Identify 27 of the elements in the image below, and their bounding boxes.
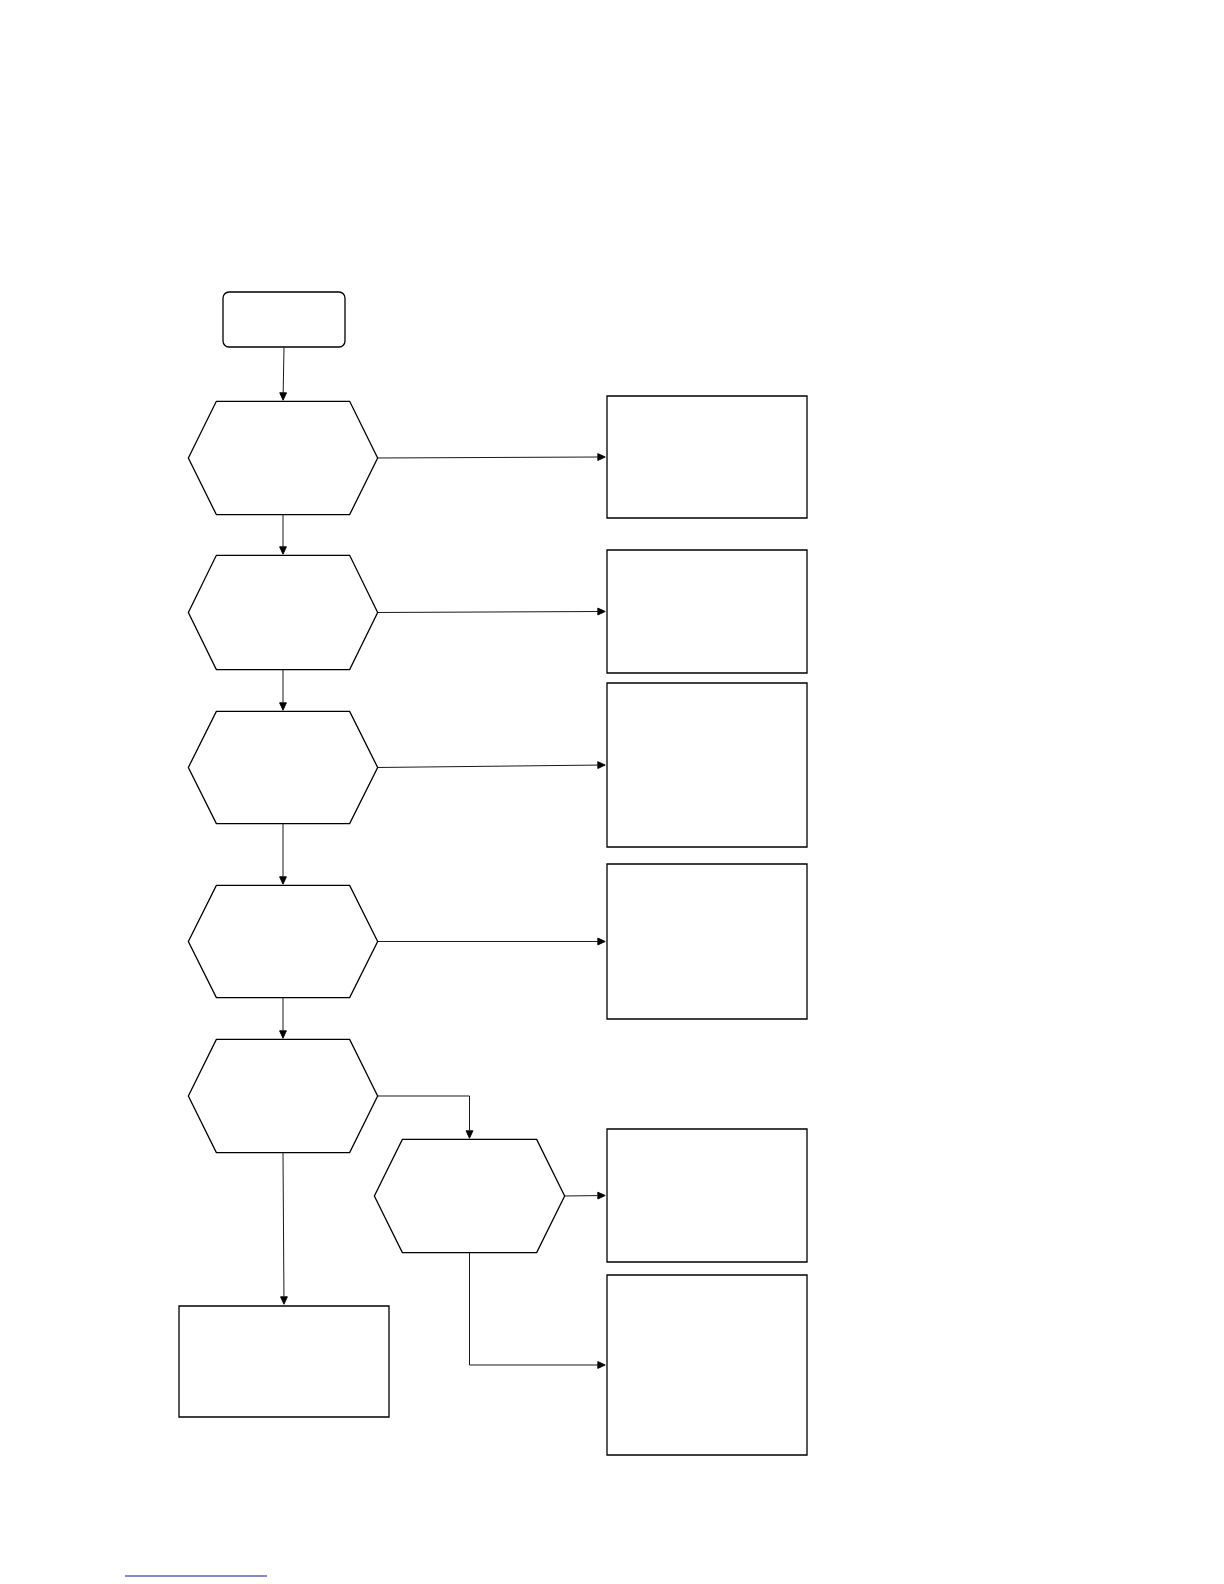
process-box bbox=[606, 1128, 808, 1263]
arrow bbox=[279, 997, 287, 1039]
arrow bbox=[280, 1152, 288, 1305]
process-box bbox=[606, 549, 808, 674]
arrow bbox=[377, 761, 606, 769]
arrow bbox=[279, 669, 287, 711]
arrow bbox=[564, 1191, 606, 1200]
arrow bbox=[469, 1252, 606, 1369]
hexagon-shape bbox=[373, 1138, 566, 1254]
hexagon-shape bbox=[187, 554, 379, 671]
process-box bbox=[606, 1274, 808, 1456]
arrow bbox=[279, 823, 287, 885]
hexagon-shape bbox=[187, 884, 379, 999]
arrow bbox=[377, 453, 606, 461]
arrow bbox=[377, 1095, 474, 1139]
arrow bbox=[377, 607, 606, 616]
arrow bbox=[279, 514, 287, 555]
hexagon-shape bbox=[187, 710, 379, 825]
process-box bbox=[606, 863, 808, 1020]
start-box bbox=[222, 291, 346, 348]
process-box bbox=[178, 1305, 390, 1418]
hexagon-shape bbox=[187, 1038, 379, 1154]
arrow bbox=[279, 347, 288, 401]
hexagon-shape bbox=[187, 400, 379, 516]
process-box bbox=[606, 682, 808, 848]
process-box bbox=[606, 395, 808, 519]
arrow bbox=[377, 937, 606, 946]
